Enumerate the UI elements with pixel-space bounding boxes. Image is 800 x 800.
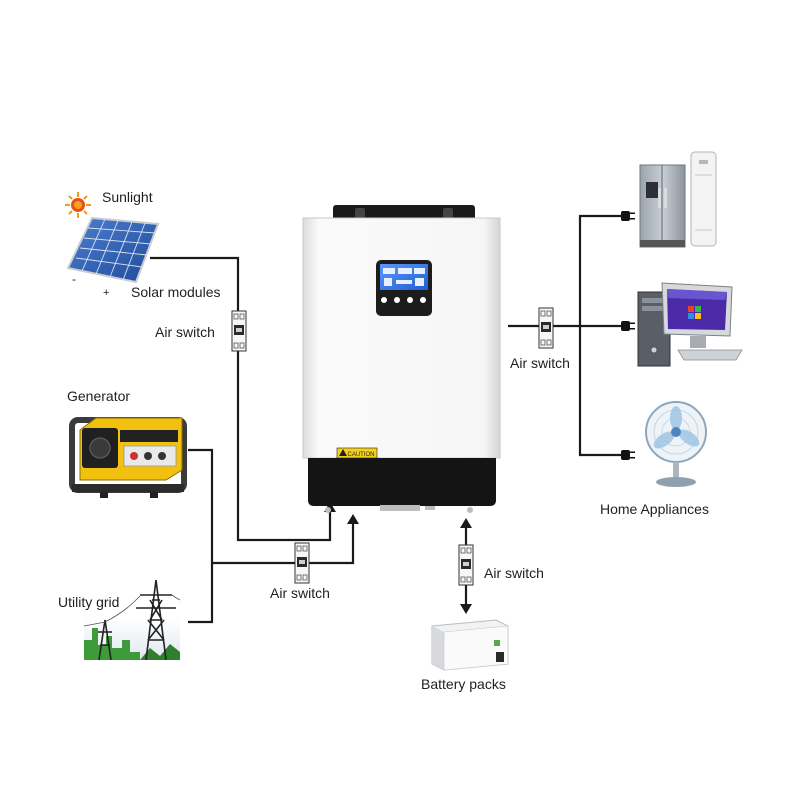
wire-gen-grid-to-inverter bbox=[212, 520, 355, 565]
plug-icon-computer bbox=[621, 321, 635, 331]
label-battery-packs: Battery packs bbox=[421, 676, 506, 692]
generator-icon bbox=[69, 417, 187, 498]
label-utility-grid: Utility grid bbox=[58, 594, 120, 610]
label-air-switch-solar: Air switch bbox=[155, 324, 215, 340]
wire-solar bbox=[150, 256, 332, 542]
plug-icon-fan bbox=[621, 450, 635, 460]
plug-icon-fridge bbox=[621, 211, 635, 221]
desktop-computer-icon bbox=[637, 282, 743, 367]
label-generator: Generator bbox=[67, 388, 131, 404]
label-sunlight: Sunlight bbox=[102, 189, 153, 205]
wire-arrows bbox=[324, 502, 472, 614]
power-pylon-icon bbox=[83, 579, 181, 661]
breaker-icon-loads bbox=[538, 307, 554, 349]
inverter-warning-label: CAUTION bbox=[348, 452, 375, 458]
breaker-icon-solar bbox=[231, 310, 247, 352]
electric-fan-icon bbox=[645, 401, 707, 487]
inverter-icon: CAUTION bbox=[302, 205, 501, 513]
tower-fan-icon bbox=[690, 151, 717, 247]
wire-load-fan bbox=[578, 326, 630, 457]
refrigerator-icon bbox=[639, 164, 686, 248]
label-solar-plus: + bbox=[103, 287, 110, 299]
battery-pack-icon bbox=[431, 619, 509, 671]
sun-icon bbox=[65, 192, 91, 218]
label-home-appliances: Home Appliances bbox=[600, 501, 709, 517]
breaker-icon-generator bbox=[294, 542, 310, 584]
label-air-switch-loads: Air switch bbox=[510, 355, 570, 371]
solar-panel-icon bbox=[66, 216, 160, 284]
label-air-switch-battery: Air switch bbox=[484, 565, 544, 581]
label-solar-minus: - bbox=[72, 272, 76, 286]
wire-generator bbox=[188, 448, 214, 624]
breaker-icon-battery bbox=[458, 544, 474, 586]
label-air-switch-generator: Air switch bbox=[270, 585, 330, 601]
label-solar-modules: Solar modules bbox=[131, 284, 221, 300]
wire-loads bbox=[508, 214, 630, 328]
